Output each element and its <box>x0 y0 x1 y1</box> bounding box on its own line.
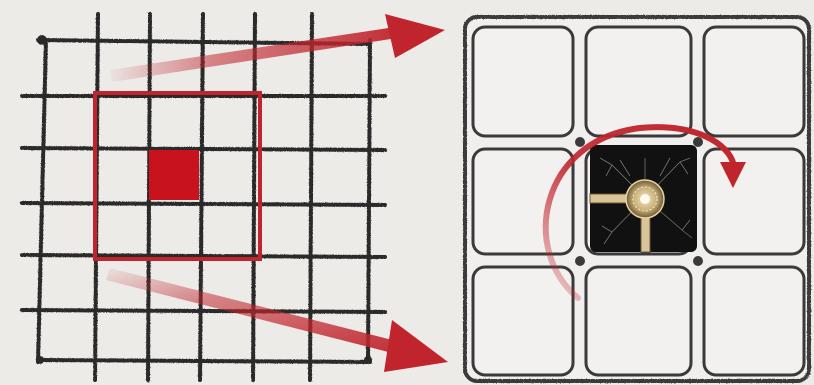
right-grid-cells <box>471 25 806 377</box>
zoom-arrow-bottom <box>106 268 448 372</box>
highlight-region <box>93 91 262 261</box>
left-grid-corner-knots <box>36 35 372 364</box>
rotate-clockwise-icon <box>542 124 746 301</box>
selected-cell <box>149 150 199 200</box>
right-grid-joints <box>575 137 703 266</box>
zoom-arrow-top <box>110 14 445 82</box>
left-grid <box>20 12 387 382</box>
circuit-tile-icon <box>589 145 697 253</box>
left-grid-horizontal-lines <box>20 38 387 364</box>
